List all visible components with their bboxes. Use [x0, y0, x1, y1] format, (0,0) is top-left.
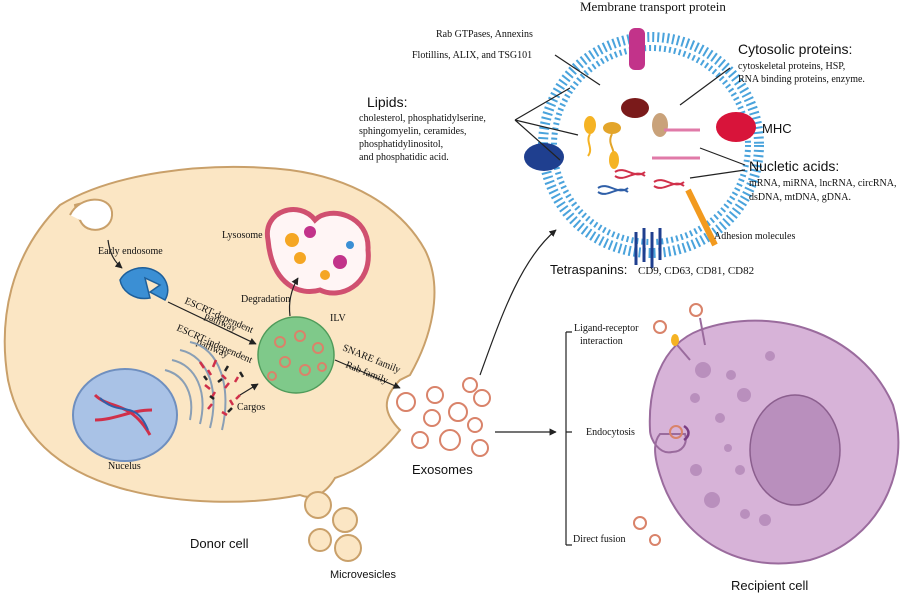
adhesion-molecules-label: Adhesion molecules [714, 231, 795, 242]
degradation-arrow [288, 277, 299, 317]
donor-cell-body [3, 165, 436, 503]
golgi-apparatus-icon [164, 341, 227, 431]
exosomes-group [396, 377, 491, 457]
flotillins-label: Flotillins, ALIX, and TSG101 [412, 50, 532, 61]
snare-arrow [334, 359, 401, 389]
donor-cell: Early endosome Lysosome ILV Degrada [3, 165, 436, 581]
rab-gtpases-label: Rab GTPases, Annexins [436, 29, 533, 40]
nucleic-pointer [689, 147, 746, 179]
exosomes-label: Exosomes [412, 462, 473, 477]
protein-cargo-icon [621, 98, 649, 118]
exosome-detail [524, 28, 764, 268]
recipient-cell-label: Recipient cell [731, 578, 808, 593]
ilv-multivesicular-body [257, 316, 335, 394]
cytosolic-proteins-line-1: cytoskeletal proteins, HSP, [738, 61, 845, 72]
lipids-line-3: phosphatidylinositol, [359, 139, 443, 150]
escrt-dependent-arrow [167, 301, 257, 345]
membrane-transport-protein-icon [629, 28, 645, 70]
tetraspanins-list: CD9, CD63, CD81, CD82 [638, 265, 754, 277]
cargos-arrow [239, 383, 259, 396]
lipids-line-4: and phosphatidic acid. [359, 152, 449, 163]
mhc-icon [716, 112, 756, 142]
direct-fusion-icon [633, 516, 661, 546]
direct-fusion-label: Direct fusion [573, 534, 626, 545]
arrow-to-exosome-detail [479, 229, 557, 376]
recipient-vesicles [690, 351, 775, 526]
lysosome-label: Lysosome [222, 230, 263, 241]
nucleic-acids-line-2: dsDNA, mtDNA, gDNA. [749, 192, 851, 203]
ilv-label: ILV [330, 313, 347, 324]
ligand-receptor-label-1: Ligand-receptor [574, 323, 639, 334]
degradation-label: Degradation [241, 294, 290, 305]
cargos-label: Cargos [237, 402, 265, 413]
endocytosis-icon [669, 424, 690, 442]
tetraspanin-icon [634, 228, 662, 268]
lipids-pointer [514, 87, 579, 161]
arrow-to-endosome [107, 239, 123, 269]
lipid-droplet-icon [603, 122, 621, 134]
ligand-receptor-label-2: interaction [580, 336, 623, 347]
cytosolic-pointer [679, 67, 731, 106]
lipids-title: Lipids: [367, 94, 407, 110]
recipient-nucleus-icon [749, 394, 841, 506]
lipid-raft-protein-icon [524, 143, 564, 171]
uptake-bracket-ticks [566, 331, 572, 546]
early-endosome-label: Early endosome [98, 246, 163, 257]
membrane-transport-protein-label: Membrane transport protein [580, 0, 726, 14]
nucleus-label: Nucelus [108, 461, 141, 472]
adhesion-molecule-icon [685, 188, 718, 247]
early-endosome-icon [119, 267, 169, 302]
membrane-invagination [69, 198, 114, 231]
dna-helix-icon [614, 169, 646, 179]
cargos-cluster [198, 359, 245, 417]
lipids-line-1: cholesterol, phosphatidylserine, [359, 113, 486, 124]
nucleic-acids-line-1: mRNA, miRNA, lncRNA, circRNA, [749, 178, 897, 189]
nucleus-icon [72, 368, 178, 462]
microvesicles-group [304, 491, 362, 562]
lipids-line-2: sphingomyelin, ceramides, [359, 126, 466, 137]
ligand-receptor-icon [653, 303, 706, 361]
cytosolic-proteins-title: Cytosolic proteins: [738, 41, 852, 57]
lysosome-icon [264, 207, 371, 296]
microvesicles-label: Microvesicles [330, 569, 397, 581]
tetraspanins-title: Tetraspanins: [550, 262, 627, 277]
cytoskeletal-cargo-icon [652, 113, 668, 137]
endocytosis-label: Endocytosis [586, 427, 635, 438]
rab-pointer [554, 54, 601, 86]
mhc-label: MHC [762, 121, 792, 136]
donor-cell-label: Donor cell [190, 536, 249, 551]
recipient-cell [633, 303, 900, 565]
nucleic-acids-title: Nucletic acids: [749, 158, 839, 174]
cytosolic-proteins-line-2: RNA binding proteins, enzyme. [738, 74, 865, 85]
